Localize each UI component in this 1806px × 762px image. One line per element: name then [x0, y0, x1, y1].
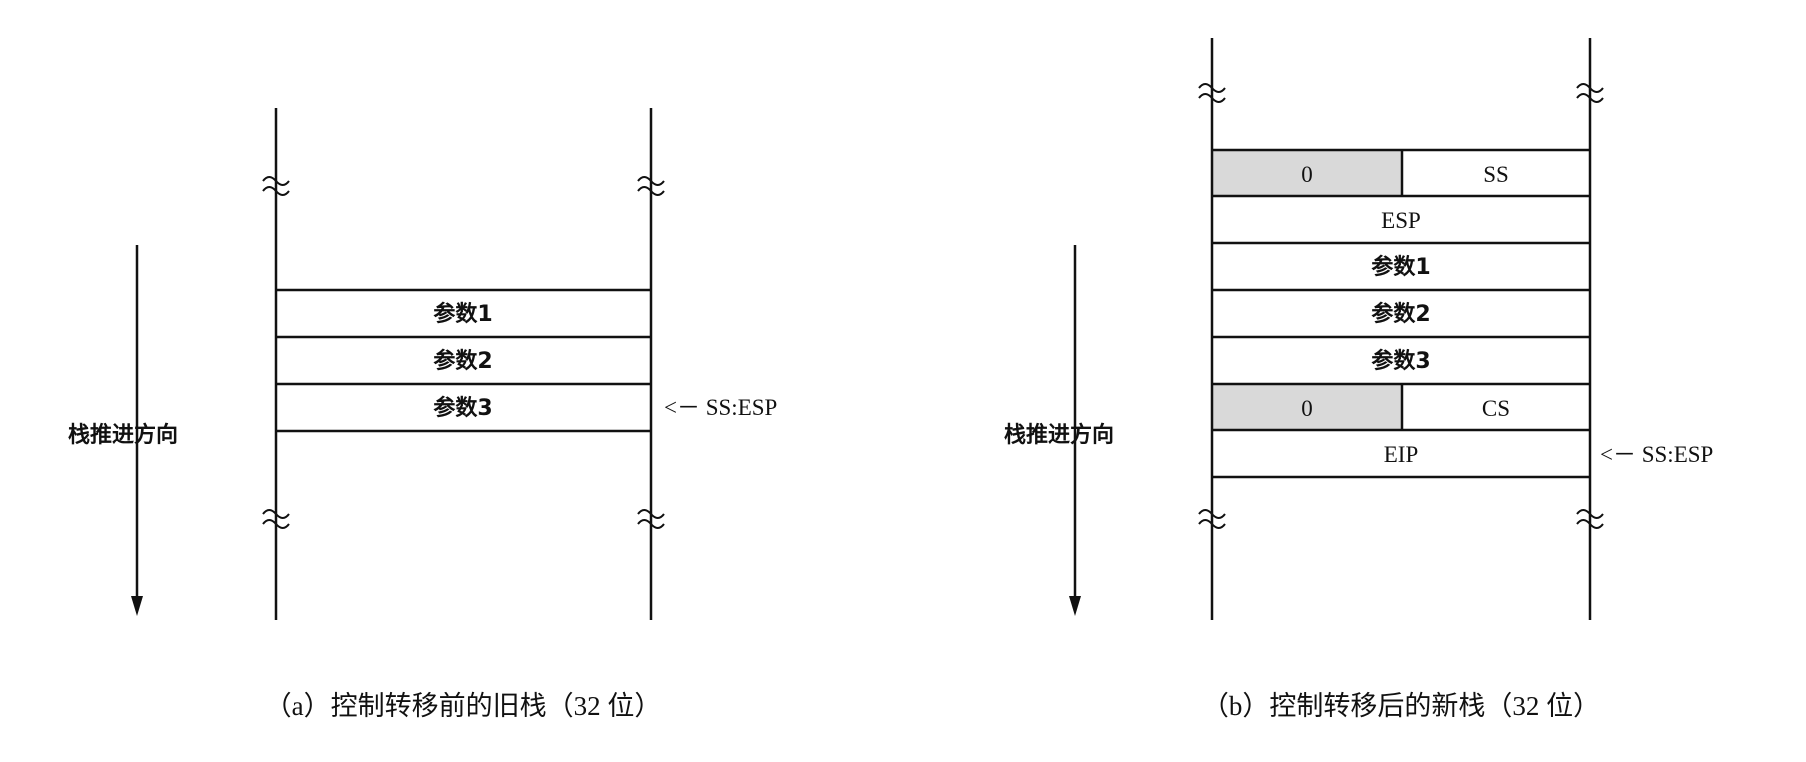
arrow-down-icon — [131, 245, 143, 616]
new-stack-row-1-right: SS — [1483, 162, 1509, 187]
new-stack-row-5: 参数3 — [1371, 348, 1430, 374]
new-stack-row-3: 参数1 — [1371, 254, 1430, 280]
old-stack-row-1: 参数1 — [433, 301, 492, 327]
new-stack-row-2: ESP — [1381, 208, 1421, 233]
new-stack-pointer: <－ SS:ESP — [1600, 442, 1713, 467]
new-stack-row-6-right: CS — [1482, 396, 1510, 421]
new-stack-shaded-cell-cs — [1212, 384, 1402, 430]
old-stack-caption: （a）控制转移前的旧栈（32 位） — [265, 691, 662, 721]
old-stack-row-3: 参数3 — [433, 395, 492, 421]
new-stack-row-6-left: 0 — [1301, 396, 1313, 421]
old-stack-panel — [131, 108, 665, 620]
double-wave-break-icon — [1198, 83, 1604, 529]
new-stack-row-1-left: 0 — [1301, 162, 1313, 187]
new-stack-caption: （b）控制转移后的新栈（32 位） — [1202, 691, 1600, 721]
arrow-down-icon — [1069, 245, 1081, 616]
old-stack-direction-label: 栈推进方向 — [68, 422, 178, 448]
old-stack-row-2: 参数2 — [433, 348, 492, 374]
new-stack-shaded-cell-ss — [1212, 150, 1402, 196]
new-stack-row-4: 参数2 — [1371, 301, 1430, 327]
new-stack-direction-label: 栈推进方向 — [1004, 422, 1114, 448]
double-wave-break-icon — [262, 176, 665, 529]
old-stack-pointer: <－ SS:ESP — [664, 395, 777, 420]
new-stack-panel — [1069, 38, 1604, 620]
new-stack-row-7: EIP — [1384, 442, 1419, 467]
